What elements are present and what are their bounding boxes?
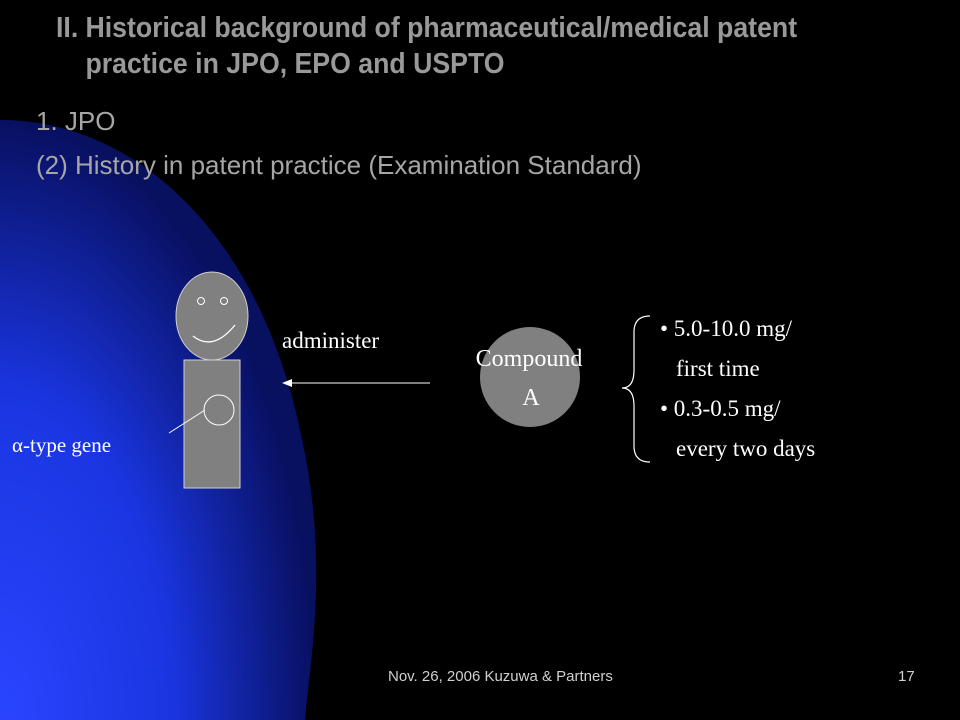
subtitle-topic: (2) History in patent practice (Examinat… (36, 150, 642, 180)
slide-title: II. Historical background of pharmaceutic… (56, 10, 866, 82)
person-head (175, 271, 249, 361)
dosage-1-line2: first time (676, 356, 760, 381)
dosage-2-line1: • 0.3-0.5 mg/ (660, 396, 781, 421)
compound-circle (480, 327, 580, 427)
compound-label-line1: Compound (476, 346, 583, 372)
dosage-2-line2: every two days (676, 436, 815, 461)
right-eye-icon (220, 297, 228, 305)
title-line-1: Historical background of pharmaceutical/… (85, 12, 798, 44)
footer-date-firm: Nov. 26, 2006 Kuzuwa & Partners (388, 668, 613, 685)
administer-label: administer (282, 328, 379, 353)
gene-pointer-line (168, 409, 206, 434)
dosage-brace (621, 315, 651, 463)
compound-label-line2: A (522, 385, 540, 411)
person-body (183, 359, 241, 489)
gene-circle (203, 394, 235, 426)
title-number: II. (56, 12, 79, 44)
title-line-2: practice in JPO, EPO and USPTO (85, 48, 505, 80)
gene-label: α-type gene (12, 433, 111, 457)
arrow-head-icon (282, 379, 292, 387)
subtitle-section: 1. JPO (36, 106, 116, 136)
page-number: 17 (898, 668, 915, 685)
dosage-1-line1: • 5.0-10.0 mg/ (660, 316, 793, 341)
smile-icon (192, 324, 236, 343)
left-eye-icon (197, 297, 205, 305)
